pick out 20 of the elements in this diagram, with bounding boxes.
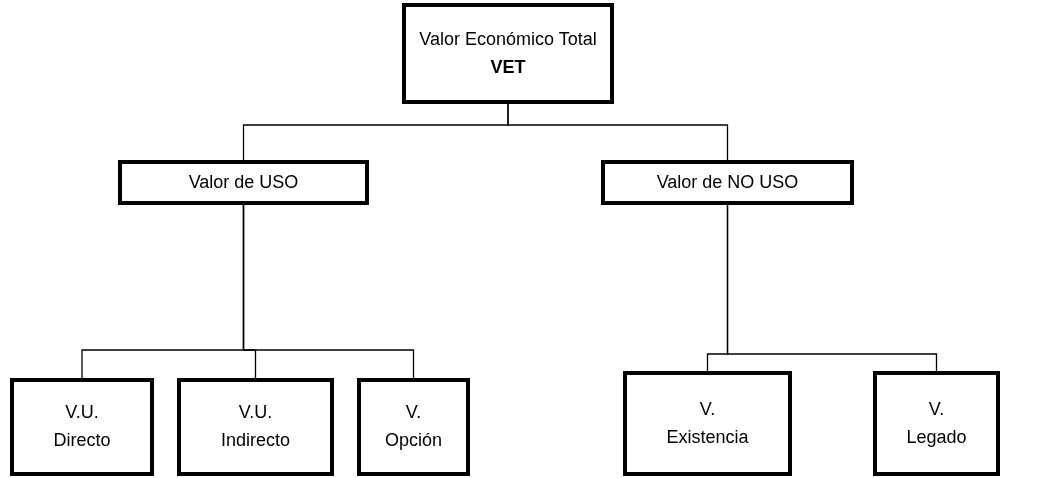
- category-box: [601, 160, 854, 205]
- box-label: V. Legado: [906, 397, 967, 449]
- leaf-box: [623, 371, 792, 476]
- connector-line: [726, 204, 938, 372]
- connector-line: [242, 204, 415, 379]
- box-label: Valor Económico Total: [419, 27, 597, 51]
- connector-line: [507, 103, 729, 161]
- box-label: Valor de USO: [188, 170, 299, 194]
- subtitle-text: VET: [490, 55, 526, 79]
- box-label: V. Existencia: [666, 397, 749, 449]
- box-label: V.U. Indirecto: [220, 401, 290, 452]
- category-box: [118, 160, 369, 205]
- leaf-box: [357, 378, 470, 476]
- box-label: V. Opción: [385, 401, 442, 452]
- leaf-box: [873, 371, 1000, 476]
- box-label: V.U. Directo: [53, 401, 111, 452]
- leaf-box: [177, 378, 334, 476]
- leaf-box: [10, 378, 154, 476]
- title-box: [402, 3, 614, 104]
- box-label: Valor de NO USO: [656, 170, 799, 194]
